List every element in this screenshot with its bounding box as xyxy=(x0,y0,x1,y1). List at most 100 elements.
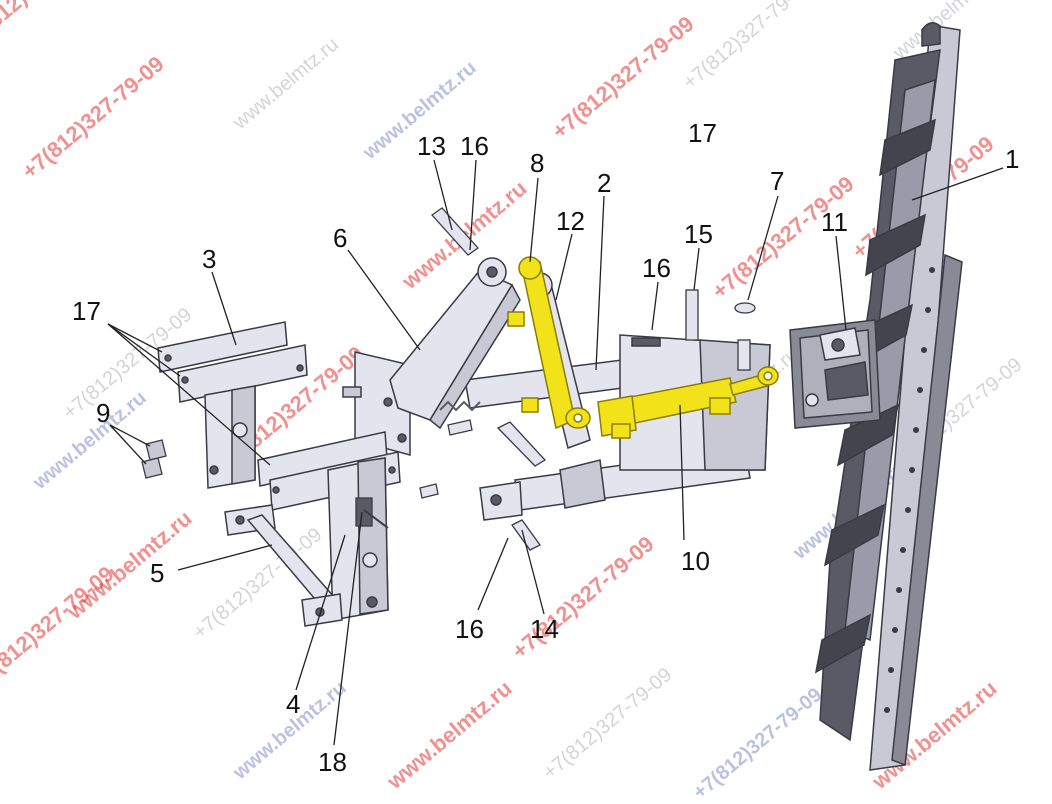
leader-11 xyxy=(835,235,847,331)
top-mount-plate-back xyxy=(157,321,288,373)
part-latch xyxy=(355,497,389,529)
latch-pin xyxy=(363,509,389,529)
callout-9: 9 xyxy=(96,398,110,428)
pivot-lower-ear xyxy=(824,361,869,401)
leader-7 xyxy=(747,195,779,301)
frame-end-hole xyxy=(490,494,502,506)
part-hydraulic-cylinder xyxy=(565,366,779,439)
lower-mount-bolt xyxy=(362,552,378,568)
callout-17a: 17 xyxy=(688,118,717,148)
bushing-sleeve xyxy=(737,339,751,371)
watermark-phone: +7(812)327-79-09 xyxy=(679,0,816,94)
leader-14 xyxy=(521,529,545,615)
top-mount-bolt xyxy=(232,422,248,438)
frame-top-slot xyxy=(631,337,661,347)
callout-10: 10 xyxy=(681,546,710,576)
leader-1 xyxy=(911,167,1004,201)
pivot-bolt xyxy=(805,393,819,407)
watermark-phone: +7(812)327-79-09 xyxy=(17,51,168,184)
cylinder-port xyxy=(611,423,631,439)
cylinder-base-eye-hole xyxy=(573,413,583,423)
lower-mount-bolt xyxy=(388,466,396,474)
leader-13 xyxy=(433,159,453,231)
leader-lines xyxy=(107,159,1004,746)
watermark-site: www.belmtz.ru xyxy=(228,33,343,134)
lower-mount-bolt xyxy=(272,486,280,494)
bushing-ring xyxy=(734,302,756,314)
leader-9a xyxy=(109,424,151,447)
leader-17c xyxy=(107,323,271,466)
blade-rib xyxy=(879,118,936,177)
callout-11: 11 xyxy=(821,207,848,237)
leader-15 xyxy=(693,247,700,291)
top-mount-bolt xyxy=(209,465,219,475)
rocker-grease-fitting xyxy=(507,311,539,413)
watermark-phone: +7(812)327-79-09 xyxy=(689,684,826,804)
callout-5: 5 xyxy=(150,558,164,588)
callout-labels: 1 2 3 4 5 6 7 8 9 10 11 12 13 14 15 16 1… xyxy=(72,118,1019,777)
leader-6 xyxy=(347,249,421,351)
callout-12: 12 xyxy=(556,206,585,236)
latch-body xyxy=(355,497,373,527)
cylinder-rod-eye-hole xyxy=(763,371,773,381)
lower-mount-bolt xyxy=(366,596,378,608)
pivot-hole xyxy=(831,338,845,352)
part-pin-14 xyxy=(511,519,541,551)
cylinder-port xyxy=(709,397,731,415)
top-mount-plate-front xyxy=(177,344,308,403)
watermark-phone: +7(812)327-79-09 xyxy=(539,664,676,784)
part-pin-upper xyxy=(419,419,547,499)
pin-body xyxy=(447,419,473,436)
callout-15: 15 xyxy=(684,219,713,249)
arm-bolt xyxy=(397,433,407,443)
part-top-mount xyxy=(157,321,308,489)
pin-body xyxy=(511,519,541,551)
callout-17b: 17 xyxy=(72,296,101,326)
part-pin-13 xyxy=(431,207,479,256)
blade-rib xyxy=(865,213,926,277)
callout-2: 2 xyxy=(597,168,611,198)
leader-16a xyxy=(469,159,477,251)
part-blade xyxy=(814,22,963,771)
arm-pivot-hole xyxy=(486,266,498,278)
callout-1: 1 xyxy=(1005,144,1019,174)
callout-16a: 16 xyxy=(460,131,489,161)
pin-body xyxy=(419,483,439,499)
watermark-site: www.belmtz.ru xyxy=(61,505,196,624)
callout-14: 14 xyxy=(530,614,559,644)
leader-18 xyxy=(333,511,363,746)
callout-6: 6 xyxy=(333,223,347,253)
callout-16c: 16 xyxy=(455,614,484,644)
part-pin-15 xyxy=(685,289,699,341)
top-mount-bolt xyxy=(181,376,189,384)
arm-bolt xyxy=(383,397,393,407)
part-arm xyxy=(342,257,521,456)
part-lower-mount xyxy=(257,431,401,621)
callout-18: 18 xyxy=(318,747,347,777)
blade-bolt-row xyxy=(884,267,935,713)
blade-lifting-lug xyxy=(921,22,941,47)
leader-5 xyxy=(177,544,273,571)
leader-16b xyxy=(651,281,659,331)
leader-10 xyxy=(679,404,685,541)
arm-body-side xyxy=(429,283,521,430)
blade-rib xyxy=(814,613,872,674)
part-pivot-bracket xyxy=(789,319,881,429)
strut-hole xyxy=(235,515,245,525)
blade-rib xyxy=(823,503,886,567)
lower-mount-post-shadow xyxy=(357,457,389,615)
watermark-phone: +7(812)327-79-09 xyxy=(0,0,109,54)
leader-16c xyxy=(477,537,509,611)
leader-4 xyxy=(295,534,346,691)
leader-12 xyxy=(555,233,573,301)
callout-8: 8 xyxy=(530,148,544,178)
callout-3: 3 xyxy=(202,244,216,274)
part-bolts-9 xyxy=(141,439,167,479)
leader-8 xyxy=(529,177,539,263)
leader-9b xyxy=(109,424,147,465)
part-bushing-7 xyxy=(734,302,756,371)
top-mount-bolt xyxy=(164,354,172,362)
leader-2 xyxy=(595,195,605,371)
pin-body xyxy=(685,289,699,341)
